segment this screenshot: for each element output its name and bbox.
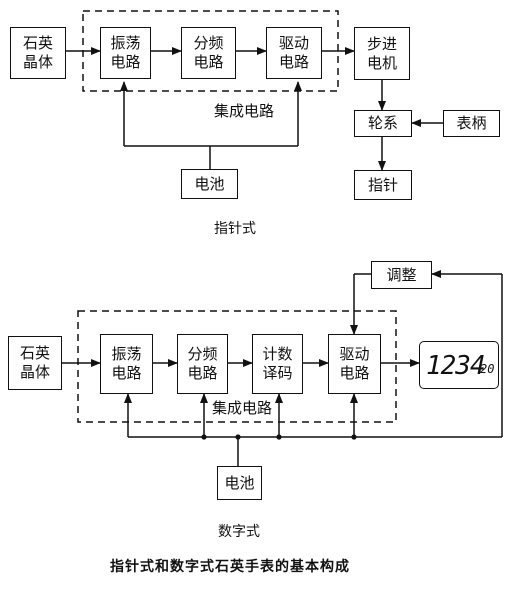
digital-oscillator-box: 振荡 电路 [100, 334, 153, 394]
counter-decoder-box: 计数 译码 [252, 334, 303, 394]
digital-ic-label: 集成电路 [210, 397, 275, 418]
junction-dot [351, 434, 357, 440]
analog-driver-box: 驱动 电路 [266, 27, 322, 79]
digital-ic-boundary [77, 310, 397, 423]
analog-ic-label: 集成电路 [214, 102, 275, 120]
digital-battery-box: 电池 [217, 466, 262, 500]
analog-divider-box: 分频 电路 [181, 27, 236, 79]
digital-driver-box: 驱动 电路 [328, 334, 381, 394]
display-seconds-digits: 20 [480, 362, 495, 376]
figure-title: 指针式和数字式石英手表的基本构成 [110, 559, 350, 575]
digital-caption: 数字式 [218, 524, 260, 540]
junction-dot [235, 434, 241, 440]
analog-caption: 指针式 [214, 221, 256, 237]
crown-box: 表柄 [443, 110, 500, 137]
junction-dot [276, 434, 282, 440]
hands-box: 指针 [354, 170, 412, 200]
digital-quartz-box: 石英 晶体 [8, 336, 62, 390]
analog-oscillator-box: 振荡 电路 [100, 27, 151, 79]
adjust-box: 调整 [371, 261, 432, 289]
analog-battery-box: 电池 [181, 169, 238, 199]
junction-dot [201, 434, 207, 440]
lcd-display: 1234 20 [419, 341, 499, 389]
stepper-motor-box: 步进 电机 [354, 27, 410, 80]
display-time-digits: 1234 [426, 351, 486, 381]
gear-train-box: 轮系 [354, 110, 412, 137]
digital-divider-box: 分频 电路 [177, 334, 228, 394]
analog-quartz-box: 石英 晶体 [10, 27, 66, 79]
